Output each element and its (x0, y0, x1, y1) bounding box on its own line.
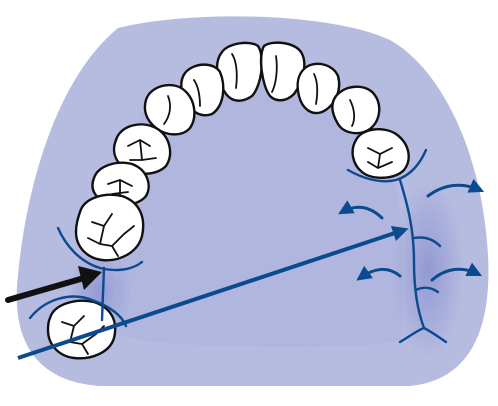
canine-left (332, 87, 379, 133)
